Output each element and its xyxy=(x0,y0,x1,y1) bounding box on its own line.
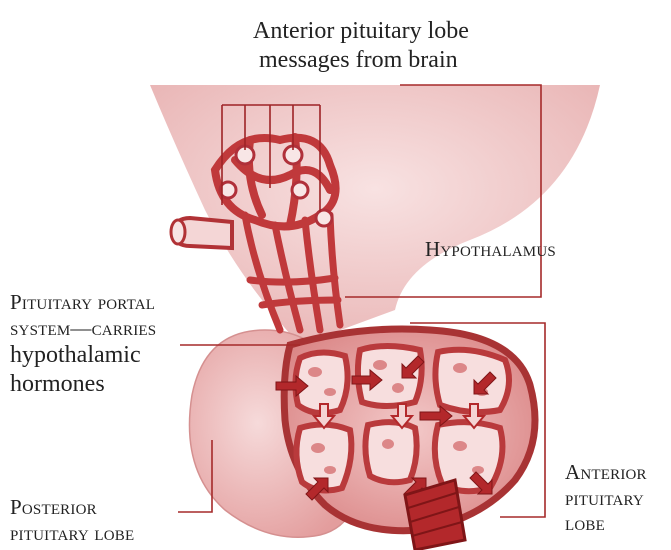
nerve-ending xyxy=(292,182,308,198)
label-portal-system: Pituitary portal system—carries hypothal… xyxy=(10,290,156,400)
cell-granule xyxy=(472,466,484,474)
cell-granule xyxy=(453,441,467,451)
label-line: hypothalamic xyxy=(10,341,156,370)
cell-granule xyxy=(392,383,404,393)
cell-granule xyxy=(373,360,387,370)
cell-granule xyxy=(311,443,325,453)
label-anterior-messages: Anterior pituitary lobe messages from br… xyxy=(253,17,469,76)
vessel-opening xyxy=(171,220,185,244)
hypothalamus-tissue xyxy=(150,85,600,345)
label-line: hormones xyxy=(10,370,156,399)
label-line: system—carries xyxy=(10,316,156,342)
anterior-lobe-cell xyxy=(435,350,509,412)
label-line: Pituitary portal xyxy=(10,290,156,316)
label-posterior-lobe: Posterior pituitary lobe xyxy=(10,495,134,546)
label-line: Posterior xyxy=(10,495,134,521)
label-line: Anterior pituitary lobe xyxy=(253,17,469,46)
label-line: Hypothalamus xyxy=(425,237,556,263)
label-line: pituitary xyxy=(565,486,647,512)
cell-granule xyxy=(324,466,336,474)
anterior-lobe-cell xyxy=(365,422,416,482)
label-line: pituitary lobe xyxy=(10,521,134,547)
label-line: messages from brain xyxy=(253,46,469,75)
cell-granule xyxy=(453,363,467,373)
nerve-ending xyxy=(316,210,332,226)
portal-vessel xyxy=(250,278,335,282)
label-line: Anterior xyxy=(565,460,647,486)
label-hypothalamus: Hypothalamus xyxy=(425,237,556,263)
cell-granule xyxy=(308,367,322,377)
label-anterior-lobe: Anterior pituitary lobe xyxy=(565,460,647,537)
cell-granule xyxy=(382,439,394,449)
label-line: lobe xyxy=(565,511,647,537)
cell-granule xyxy=(324,388,336,396)
